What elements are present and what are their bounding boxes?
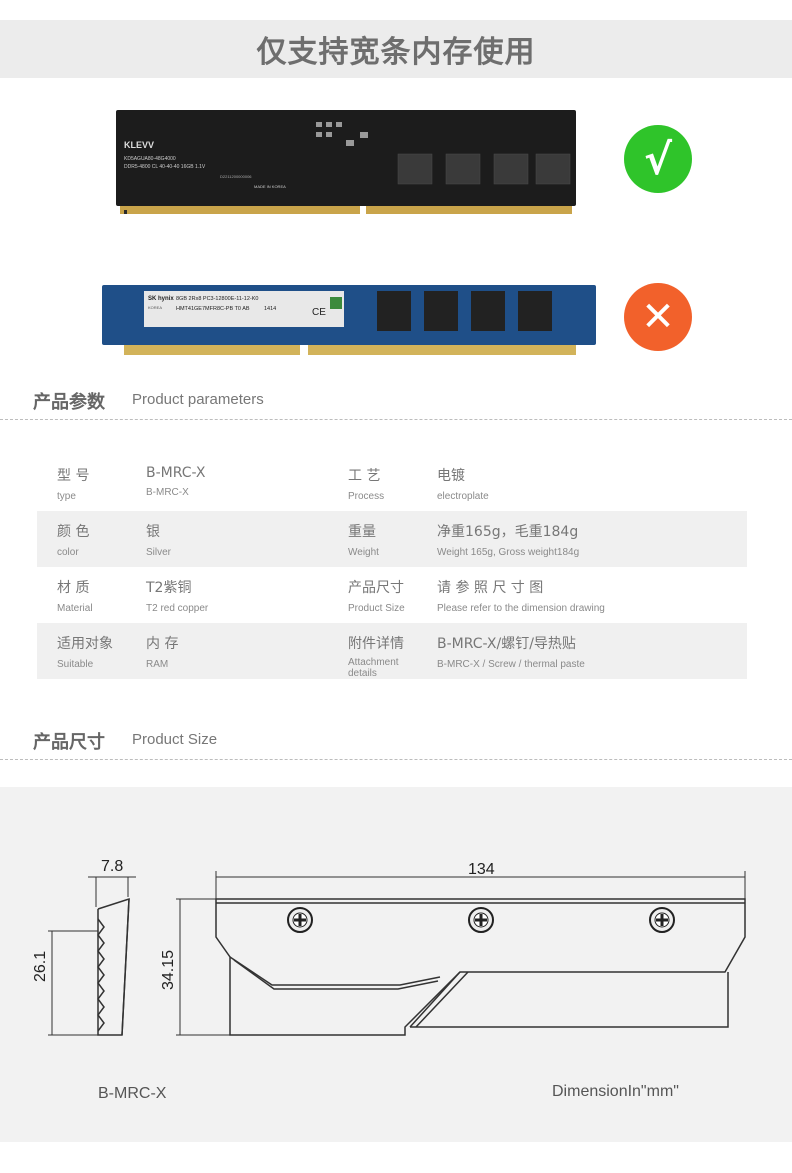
ddr3-date-code: 1414: [264, 306, 276, 312]
dim-thickness: 7.8: [101, 858, 124, 875]
ddr3-brand: SK hynix: [148, 296, 174, 302]
compatible-check-icon: √: [624, 125, 692, 193]
incompatible-cross-icon: ✕: [624, 283, 692, 351]
ddr3-part-line1: 8GB 2Rx8 PC3-12800E-11-12-K0: [176, 296, 258, 302]
ddr3-region: KOREA: [148, 305, 162, 310]
ddr3-cert: CE: [312, 307, 326, 318]
dim-side-height: 26.1: [32, 950, 49, 982]
dim-front-height: 34.15: [160, 949, 177, 990]
dimension-drawing-svg: [48, 871, 746, 1036]
ddr3-part-line2: HMT41GE7MFR8C-PB T0 AB: [176, 306, 250, 312]
side-view-outline: [97, 897, 130, 1036]
params-title-zh: 产品参数: [33, 392, 105, 413]
size-title-zh: 产品尺寸: [33, 732, 105, 753]
ddr5-serial: D2211200000006: [220, 174, 252, 179]
screw-icons: [287, 907, 675, 933]
size-title-en: Product Size: [132, 731, 218, 748]
ddr5-part-line2: DDR5-4800 CL 40-40-40 16GB 1.1V: [124, 164, 206, 170]
dimension-drawing: 7.8 134 26.1 34.15 B-MRC-X DimensionIn"m…: [0, 787, 792, 1142]
size-section-header: 产品尺寸 Product Size: [0, 720, 792, 760]
ddr5-origin: MADE IN KOREA: [254, 184, 286, 189]
model-caption: B-MRC-X: [98, 1085, 167, 1102]
cross-icon: ✕: [641, 294, 675, 340]
unit-caption: DimensionIn"mm": [552, 1083, 679, 1100]
ddr5-part-line1: KD5AGUA80-48G4000: [124, 156, 176, 162]
dim-length: 134: [468, 861, 495, 878]
banner: 仅支持宽条内存使用: [0, 20, 792, 78]
banner-title: 仅支持宽条内存使用: [256, 35, 536, 70]
ddr5-brand: KLEVV: [124, 140, 154, 150]
check-icon: √: [643, 134, 672, 184]
ddr3-ram-image: SK hynix KOREA 8GB 2Rx8 PC3-12800E-11-12…: [102, 285, 596, 357]
params-title-en: Product parameters: [132, 391, 264, 408]
params-section-header: 产品参数 Product parameters: [0, 380, 792, 420]
front-view-outline: [215, 898, 746, 1036]
ddr5-ram-image: KLEVV KD5AGUA80-48G4000 DDR5-4800 CL 40-…: [116, 110, 576, 218]
